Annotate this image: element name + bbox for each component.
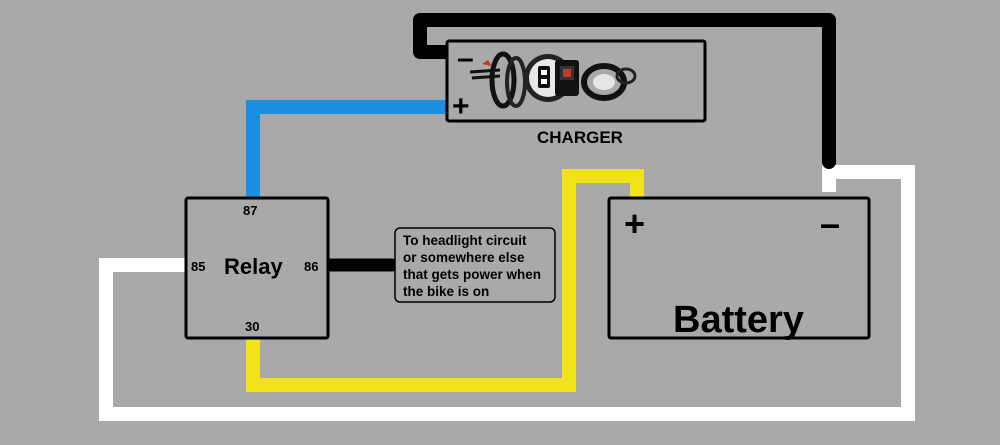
charger-minus-sign: – xyxy=(457,42,474,75)
battery-minus-sign: – xyxy=(820,203,840,244)
note-text: To headlight circuit or somewhere else t… xyxy=(403,233,541,299)
note-line: that gets power when xyxy=(403,267,541,282)
relay-pin-87: 87 xyxy=(243,203,257,218)
note-line: To headlight circuit xyxy=(403,233,527,248)
battery-plus-sign: + xyxy=(624,203,645,244)
charger-plus-sign: + xyxy=(452,90,470,123)
ring-mount-icon xyxy=(581,63,637,101)
charger-device-illustration xyxy=(469,51,637,109)
relay-pin-85: 85 xyxy=(191,259,205,274)
relay-title: Relay xyxy=(224,254,283,279)
note-box xyxy=(394,227,556,303)
relay-box xyxy=(184,196,330,340)
white-wire xyxy=(99,165,915,421)
note-line: or somewhere else xyxy=(403,250,525,265)
battery-title: Battery xyxy=(673,299,804,341)
black-wire-charger-negative xyxy=(413,13,836,169)
note-line: the bike is on xyxy=(403,284,489,299)
blue-wire xyxy=(246,100,448,198)
relay-pin-86: 86 xyxy=(304,259,318,274)
battery-box xyxy=(607,196,871,340)
relay-pin-30: 30 xyxy=(245,319,259,334)
yellow-wire xyxy=(246,169,644,392)
charger-label: CHARGER xyxy=(537,128,623,147)
switch-icon xyxy=(555,60,579,96)
